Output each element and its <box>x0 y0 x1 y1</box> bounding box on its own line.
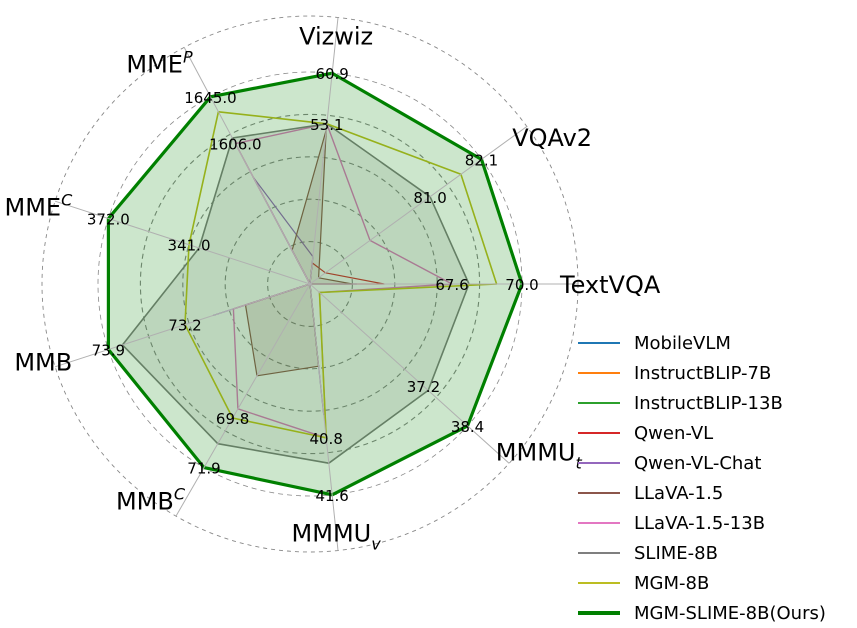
legend-label: InstructBLIP-7B <box>634 362 772 384</box>
value-label: 71.9 <box>187 460 220 478</box>
legend-item: InstructBLIP-13B <box>578 388 853 418</box>
legend-item: Qwen-VL <box>578 418 853 448</box>
legend-item: LLaVA-1.5-13B <box>578 508 853 538</box>
legend-label: InstructBLIP-13B <box>634 392 783 414</box>
value-label: 372.0 <box>87 210 130 228</box>
axis-spoke-mmmut <box>309 283 510 464</box>
legend-swatch <box>578 522 620 524</box>
axis-label-textvqa: TextVQA <box>559 271 661 299</box>
axis-spoke-mmbc <box>175 283 311 517</box>
legend-swatch <box>578 372 620 374</box>
value-labels: 70.0 67.6 82.1 81.0 60.9 53.1 1645.0 1606.0 372.… <box>87 65 539 505</box>
legend-swatch <box>578 611 620 615</box>
value-label: 1645.0 <box>184 89 237 107</box>
axis-label-mmec: MMEC <box>4 191 73 222</box>
value-label: 41.6 <box>315 487 348 505</box>
value-label: 70.0 <box>505 276 538 294</box>
legend-item: MobileVLM <box>578 328 853 358</box>
legend-item: MGM-SLIME-8B(Ours) <box>578 598 853 628</box>
axis-label-mmb: MMB <box>14 348 72 376</box>
axis-label-vqav2: VQAv2 <box>512 124 592 152</box>
value-label: 341.0 <box>168 237 211 255</box>
legend-item: Qwen-VL-Chat <box>578 448 853 478</box>
axis-label-subscript: v <box>371 535 381 554</box>
legend-swatch <box>578 432 620 434</box>
legend-item: MGM-8B <box>578 568 853 598</box>
legend-item: InstructBLIP-7B <box>578 358 853 388</box>
axis-label-mmmuv: MMMUv <box>292 520 382 554</box>
axis-label-mmep: MMEP <box>126 47 193 78</box>
legend-label: Qwen-VL <box>634 422 714 444</box>
axis-spoke-vqav2 <box>309 126 528 285</box>
axis-label-superscript: C <box>174 485 186 504</box>
value-label: 60.9 <box>315 65 348 83</box>
legend-label: MGM-SLIME-8B(Ours) <box>634 602 826 624</box>
legend-label: MGM-8B <box>634 572 710 594</box>
value-label: 37.2 <box>407 378 440 396</box>
value-label: 81.0 <box>413 189 446 207</box>
axis-spoke-vizwiz <box>309 17 339 285</box>
legend-swatch <box>578 402 620 404</box>
axis-spoke-mmb <box>54 283 311 368</box>
legend-item: LLaVA-1.5 <box>578 478 853 508</box>
legend-label: LLaVA-1.5 <box>634 482 724 504</box>
axis-label-mmmut: MMMUt <box>496 438 583 472</box>
axis-label-superscript: P <box>183 47 193 66</box>
axis-spoke-mmep <box>183 47 311 285</box>
value-label: 73.9 <box>92 342 125 360</box>
axis-label-mmbc: MMBC <box>116 485 186 516</box>
legend-swatch <box>578 342 620 344</box>
value-label: 73.2 <box>168 317 201 335</box>
legend-label: Qwen-VL-Chat <box>634 452 762 474</box>
series-mgm-8b <box>184 111 498 439</box>
value-label: 40.8 <box>309 430 342 448</box>
value-label: 82.1 <box>465 151 498 169</box>
value-label: 53.1 <box>310 116 343 134</box>
axis-label-superscript: C <box>61 191 73 210</box>
value-label: 69.8 <box>216 410 249 428</box>
legend-label: LLaVA-1.5-13B <box>634 512 766 534</box>
series-slime-8b <box>121 123 470 465</box>
value-label: 1606.0 <box>209 136 262 154</box>
legend-label: MobileVLM <box>634 332 731 354</box>
axis-spokes <box>54 17 578 551</box>
axis-spoke-mmmuv <box>309 283 339 551</box>
legend-item: SLIME-8B <box>578 538 853 568</box>
legend: MobileVLM InstructBLIP-7B InstructBLIP-13B… <box>578 328 853 628</box>
axis-spoke-mmec <box>54 200 311 285</box>
legend-label: SLIME-8B <box>634 542 718 564</box>
legend-swatch <box>578 462 620 464</box>
legend-swatch <box>578 552 620 554</box>
legend-swatch <box>578 582 620 584</box>
value-label: 67.6 <box>435 276 468 294</box>
value-label: 38.4 <box>451 418 484 436</box>
axis-label-vizwiz: Vizwiz <box>299 22 373 50</box>
legend-swatch <box>578 492 620 494</box>
